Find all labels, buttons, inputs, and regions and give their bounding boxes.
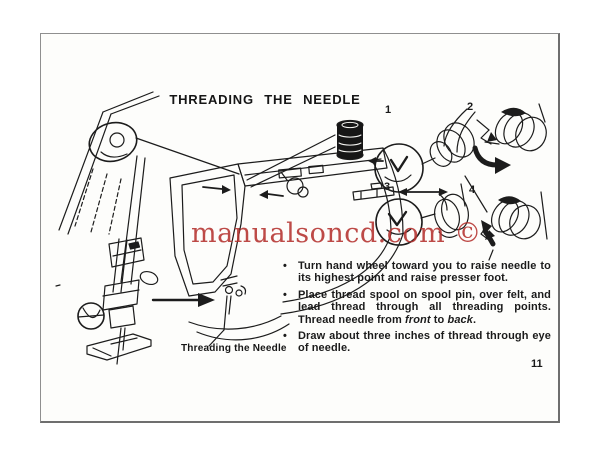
detail-1-art xyxy=(368,108,488,213)
instruction-segment: to xyxy=(430,313,448,326)
figure-number-3: 3 xyxy=(384,181,391,193)
figure-number-4: 4 xyxy=(469,184,476,196)
take-up-roller-detail-art xyxy=(58,91,240,285)
watermark-text: manualsoncd.com © xyxy=(191,218,482,249)
bullet-icon: • xyxy=(283,330,287,343)
instruction-segment: . xyxy=(472,313,477,326)
page-number: 11 xyxy=(531,358,543,370)
bullet-icon: • xyxy=(283,260,287,272)
thread-spool-art xyxy=(246,119,364,188)
list-item: • Draw about three inches of thread thro… xyxy=(283,330,551,355)
instruction-text: Place thread spool on spool pin, over fe… xyxy=(298,289,551,326)
list-item: • Turn hand wheel toward you to raise ne… xyxy=(283,260,551,285)
instruction-segment: Place thread spool on spool pin, over fe… xyxy=(298,288,551,326)
instruction-list: • Turn hand wheel toward you to raise ne… xyxy=(283,260,551,359)
detail-4-art xyxy=(480,191,548,261)
figure-number-2: 2 xyxy=(467,101,474,113)
instruction-segment-italic: front xyxy=(405,313,431,326)
page-title: THREADING THE NEEDLE xyxy=(169,92,361,107)
figure-caption: Threading the Needle xyxy=(181,343,287,354)
detail-2-art xyxy=(472,103,547,174)
bullet-icon: • xyxy=(283,288,287,301)
list-item: • Place thread spool on spool pin, over … xyxy=(283,289,551,326)
instruction-text: Draw about three inches of thread throug… xyxy=(298,330,551,355)
needle-bar-detail-art xyxy=(55,237,159,365)
instruction-text: Turn hand wheel toward you to raise need… xyxy=(298,260,551,285)
instruction-segment-italic: back xyxy=(447,313,473,326)
manual-page: THREADING THE NEEDLE 1 2 3 4 manualsoncd… xyxy=(40,33,560,423)
figure-number-1: 1 xyxy=(385,104,392,116)
